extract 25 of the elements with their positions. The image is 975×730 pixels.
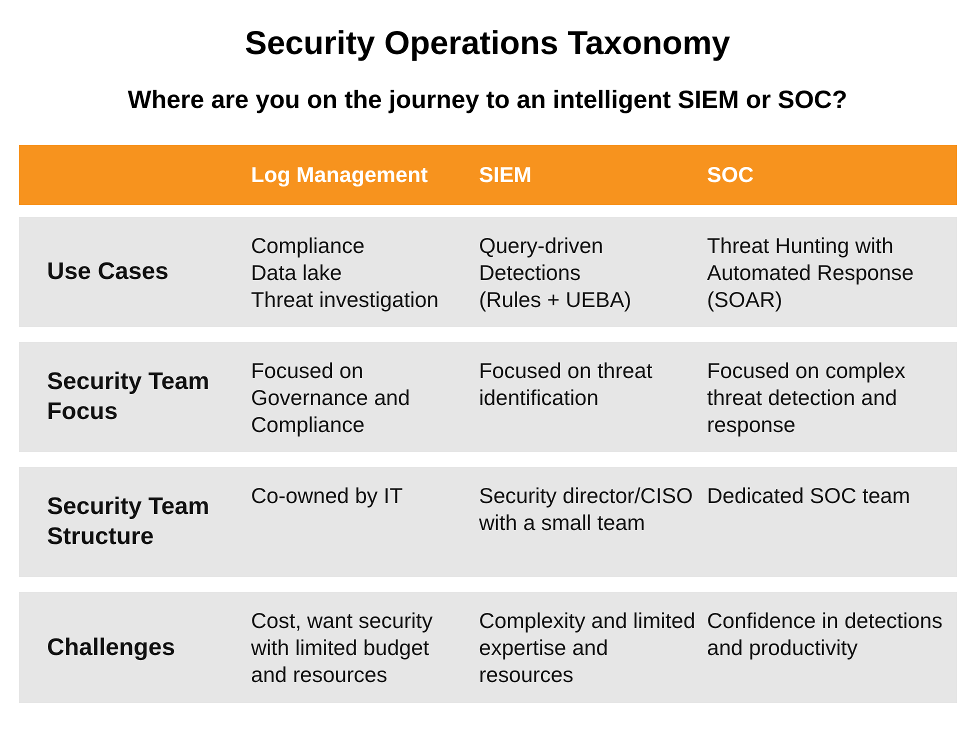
table-text: Dedicated SOC team	[707, 483, 912, 510]
table-text: Complexity and limited expertise and resources	[479, 608, 696, 689]
table-text: Co-owned by IT	[251, 483, 404, 510]
table-text: Query-driven	[479, 233, 604, 260]
title: Security Operations Taxonomy	[244, 24, 732, 62]
column-heading: Log Management	[251, 162, 429, 188]
table-text: Threat investigation	[251, 287, 440, 314]
table-text: Threat Hunting with Automated Response (SOAR)	[707, 233, 915, 314]
row-heading: Security Team Structure	[47, 492, 210, 552]
table-text: Confidence in detections and productivity	[707, 608, 944, 662]
table-text: (Rules + UEBA)	[479, 287, 632, 314]
table-text: Cost, want security with limited budget and resources	[251, 608, 434, 689]
table-text: Data lake	[251, 260, 343, 287]
row-heading: Security Team Focus	[47, 367, 210, 427]
table-text: Focused on Governance and Compliance	[251, 358, 411, 439]
table-text: Focused on threat identification	[479, 358, 654, 412]
column-heading: SOC	[707, 162, 755, 188]
column-heading: SIEM	[479, 162, 533, 188]
table-text: Detections	[479, 260, 582, 287]
table-text: Compliance	[251, 233, 366, 260]
row-heading: Challenges	[47, 632, 176, 662]
row-heading: Use Cases	[47, 257, 170, 287]
table-text: Focused on complex threat detection and response	[707, 358, 906, 439]
subtitle: Where are you on the journey to an intelligent SIEM or SOC?	[126, 86, 848, 115]
table-text: Security director/CISO with a small team	[479, 483, 694, 537]
